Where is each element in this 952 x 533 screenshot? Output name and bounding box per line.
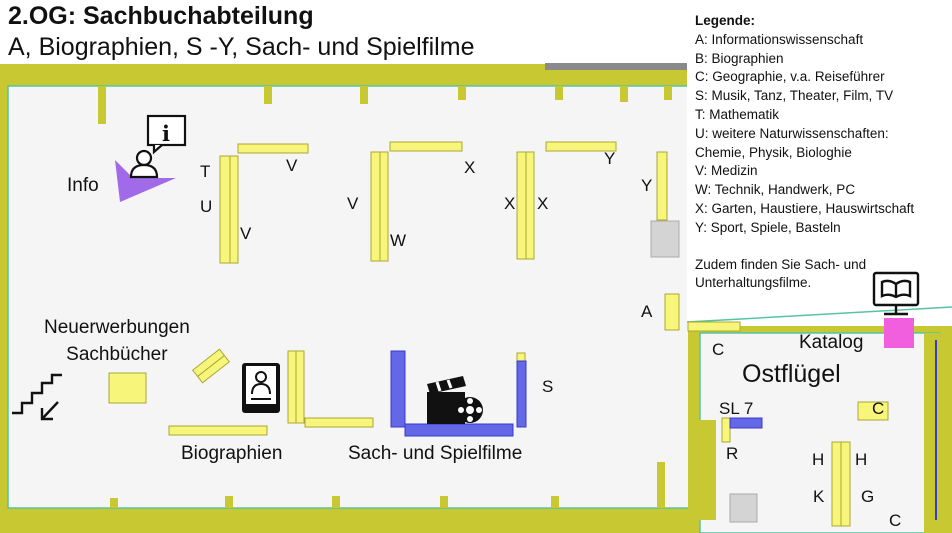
shelf-letter-c: C <box>712 340 725 359</box>
shelf <box>516 151 527 260</box>
shelf <box>525 151 535 260</box>
page-title: 2.OG: Sachbuchabteilung <box>8 2 314 30</box>
sl7-label: SL 7 <box>719 399 754 418</box>
shelf <box>304 417 374 428</box>
info-person-icon <box>129 114 187 179</box>
legend-item: S: Musik, Tanz, Theater, Film, TV <box>695 88 894 104</box>
shelf-letter-k: K <box>813 487 825 506</box>
catalog-label: Katalog <box>799 332 864 353</box>
shelf-letter-c: C <box>872 399 885 418</box>
legend-item: A: Informationswissenschaft <box>695 31 864 47</box>
stairs-down-icon <box>12 373 62 421</box>
new-books-label: Neuerwerbungen Sachbücher <box>44 317 190 365</box>
shelf <box>545 141 617 152</box>
shelf-letter-y: Y <box>641 176 653 195</box>
legend-box-edge <box>686 306 952 323</box>
shelf <box>108 372 147 404</box>
info-icon-glyph: i <box>162 121 170 146</box>
east-wing-wall-left <box>690 420 716 520</box>
shelf <box>389 141 463 152</box>
legend-note: Zudem finden Sie Sach- und Unterhaltungs… <box>695 256 867 291</box>
biography-book-icon <box>242 363 280 413</box>
shelf-letter-v: V <box>286 156 298 175</box>
shelf-letter-x: X <box>537 194 549 213</box>
film-reel-icon <box>427 376 483 424</box>
shelf <box>219 155 231 264</box>
shelf <box>840 441 851 527</box>
east-wing-label: Ostflügel <box>742 360 841 388</box>
catalog-computer-icon <box>872 271 920 316</box>
shelf-letter-r: R <box>726 444 739 463</box>
shelf-letter-u: U <box>200 197 213 216</box>
shelf-letter-c: C <box>889 511 902 530</box>
shelf-letter-x: X <box>504 194 516 213</box>
shelf-letter-g: G <box>861 487 875 506</box>
wall-bottom-niches <box>110 462 665 508</box>
legend-item: U: weitere Naturwissenschaften: <box>695 125 889 141</box>
main-hall-roof-strip <box>545 63 688 70</box>
shelf <box>229 155 239 264</box>
legend-heading: Legende: <box>695 13 756 28</box>
legend-item: W: Technik, Handwerk, PC <box>695 182 856 198</box>
column <box>650 220 680 258</box>
shelf <box>196 354 231 384</box>
legend-item: T: Mathematik <box>695 106 780 122</box>
shelf-letter-t: T <box>200 162 211 181</box>
legend-item: X: Garten, Haustiere, Hauswirtschaft <box>695 200 915 216</box>
shelf <box>379 151 389 262</box>
column <box>729 493 758 523</box>
legend-item: C: Geographie, v.a. Reiseführer <box>695 69 885 85</box>
shelf <box>687 321 741 332</box>
shelf <box>857 401 889 421</box>
shelves <box>108 141 889 527</box>
legend-item: Y: Sport, Spiele, Basteln <box>695 219 841 235</box>
shelf-letter-s: S <box>542 377 554 396</box>
shelf <box>656 151 668 221</box>
shelf <box>168 425 268 436</box>
legend: Legende: A: Informationswissenschaft B: … <box>695 12 947 293</box>
shelf <box>237 143 309 154</box>
shelf <box>664 293 680 331</box>
info-desk <box>115 160 176 202</box>
shelf-letter-y: Y <box>604 149 616 168</box>
shelf-letter-v: V <box>347 194 359 213</box>
shelf-letter-h: H <box>855 450 868 469</box>
shelf <box>831 441 842 527</box>
shelf <box>370 151 381 262</box>
page-subtitle: A, Biographien, S -Y, Sach- und Spielfil… <box>8 33 475 61</box>
shelf <box>721 417 731 443</box>
info-label: Info <box>67 175 99 196</box>
legend-box <box>687 0 952 326</box>
shelf-letter-a: A <box>641 302 653 321</box>
film-shelves <box>390 350 763 437</box>
films-label: Sach- und Spielfilme <box>348 443 523 464</box>
shelf <box>295 350 305 424</box>
biographies-label: Biographien <box>181 443 283 464</box>
wall-niches <box>98 86 672 124</box>
legend-item: Chemie, Physik, Biologhie <box>695 144 852 160</box>
shelf-letter-w: W <box>390 231 407 250</box>
catalog-station <box>884 318 914 348</box>
legend-item: B: Biographien <box>695 50 784 66</box>
shelf-letter-v: V <box>240 224 252 243</box>
shelf-letter-x: X <box>464 158 476 177</box>
east-wing-wall-right <box>924 333 942 533</box>
legend-item: V: Medizin <box>695 163 758 179</box>
shelf-letter-h: H <box>812 450 825 469</box>
shelf <box>287 350 297 424</box>
